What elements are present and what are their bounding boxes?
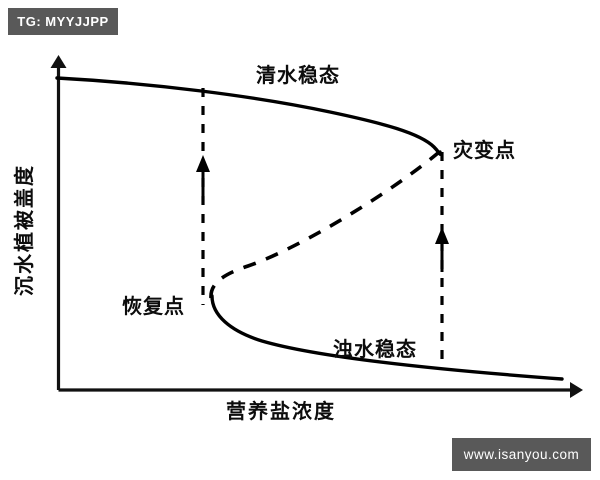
- tg-watermark-badge: TG: MYYJJPP: [8, 8, 118, 35]
- label-clear-water-state: 清水稳态: [256, 63, 340, 87]
- lower-stable-branch: [210, 294, 564, 381]
- catastrophe-guide-group: [435, 152, 449, 368]
- label-turbid-water-state: 浊水稳态: [333, 337, 417, 361]
- site-watermark-badge: www.isanyou.com: [452, 438, 591, 471]
- x-axis-title: 营养盐浓度: [226, 399, 336, 423]
- axes-group: [50, 55, 583, 398]
- y-axis-title: 沉水植被盖度: [12, 164, 36, 296]
- label-catastrophe-point: 灾变点: [453, 138, 516, 162]
- label-recovery-point: 恢复点: [122, 294, 185, 318]
- upper-stable-branch: [55, 76, 443, 156]
- unstable-middle-branch: [209, 151, 440, 299]
- catastrophe-shift-arrowhead: [435, 227, 449, 244]
- recovery-guide-group: [196, 88, 210, 305]
- y-axis-arrowhead: [50, 55, 67, 68]
- recovery-shift-arrowhead: [196, 155, 210, 172]
- x-axis-arrowhead: [570, 382, 583, 398]
